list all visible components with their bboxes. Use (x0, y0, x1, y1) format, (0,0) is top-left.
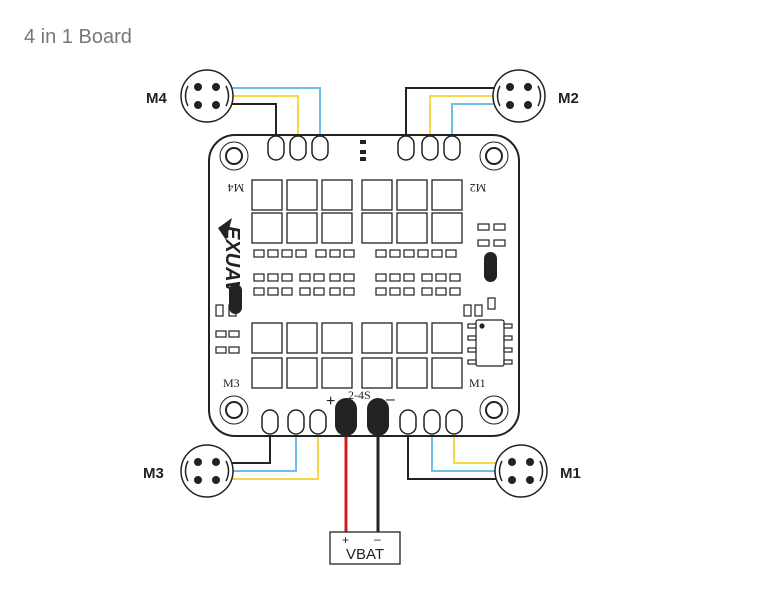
board-plus-sign: + (326, 393, 335, 410)
page-title: 4 in 1 Board (24, 26, 132, 48)
motor-m3 (180, 444, 234, 498)
silk-label-m3: M3 (223, 376, 240, 390)
m1-wire-blue (431, 432, 498, 472)
m4-wire-black (230, 103, 277, 140)
mounting-hole-top-left (219, 141, 249, 171)
battery-pad-positive (335, 398, 357, 436)
battery-box (329, 531, 401, 565)
battery-connector: + – VBAT (329, 531, 401, 565)
m1-wire-black (407, 432, 498, 480)
motor-label-m3: M3 (143, 465, 164, 482)
mounting-hole-bottom-left (219, 395, 249, 425)
center-marker (360, 140, 366, 161)
exuav-logo: EXUAV (218, 218, 243, 295)
m4-wire-blue (230, 87, 321, 140)
mounting-hole-top-right (479, 141, 509, 171)
solder-pads-m1 (399, 409, 463, 435)
m3-wire-yellow (230, 432, 319, 480)
ic-chip (467, 319, 513, 367)
solder-pads-m2 (397, 135, 461, 161)
silk-label-m1: M1 (469, 376, 486, 390)
motor-m4 (180, 69, 234, 123)
motor-label-m2: M2 (558, 90, 579, 107)
motor-label-m1: M1 (560, 465, 581, 482)
m3-wire-black (230, 432, 271, 464)
solder-pads-m4 (267, 135, 329, 161)
passive-components (215, 223, 506, 354)
m3-wire-blue (230, 432, 297, 472)
capacitor-right (484, 252, 497, 282)
solder-pads-m3 (261, 409, 327, 435)
m1-wire-yellow (453, 432, 498, 464)
capacitor-left (229, 284, 242, 314)
m2-wire-black (405, 87, 496, 140)
mosfet-array (251, 179, 463, 389)
mounting-hole-bottom-right (479, 395, 509, 425)
m2-wire-yellow (429, 95, 496, 140)
silk-label-m2: M2 (470, 181, 487, 195)
motor-m1 (494, 444, 548, 498)
silk-label-m4: M4 (228, 181, 245, 195)
battery-minus-sign: – (374, 532, 381, 546)
motor-m2 (492, 69, 546, 123)
board-minus-sign: – (386, 391, 395, 408)
esc-board: EXUAV M4 M2 M3 M1 2-4S + – (208, 134, 520, 437)
m2-wire-blue (451, 103, 496, 140)
voltage-label: 2-4S (348, 388, 371, 402)
battery-pad-negative (367, 398, 389, 436)
battery-label: VBAT (346, 546, 384, 563)
logo-text: EXUAV (221, 226, 243, 295)
m4-wire-yellow (230, 95, 299, 140)
wires (230, 87, 498, 532)
motor-label-m4: M4 (146, 90, 167, 107)
battery-plus-sign: + (342, 533, 349, 547)
